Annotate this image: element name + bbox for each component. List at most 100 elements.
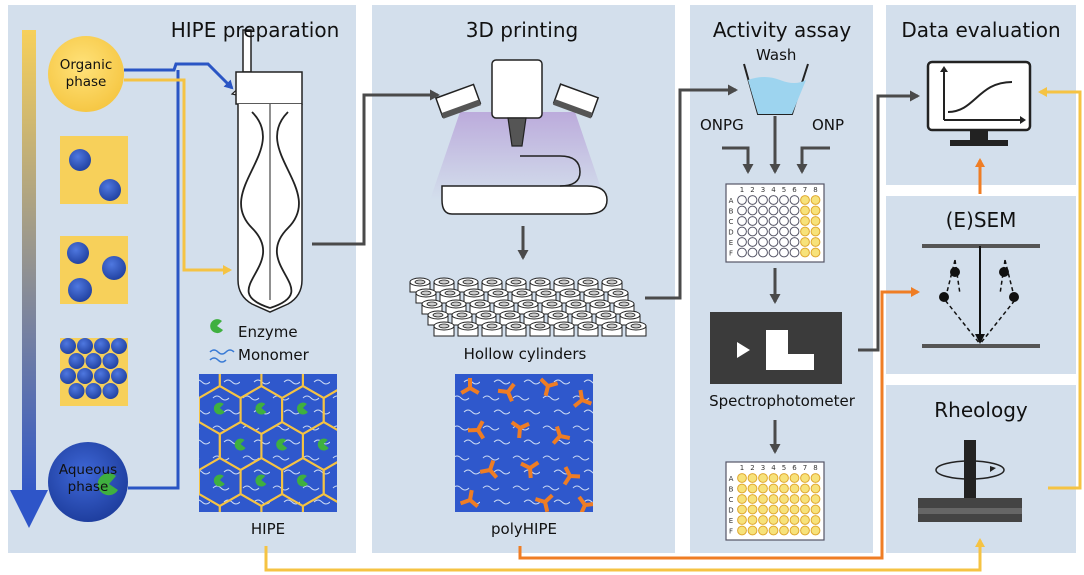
plate-row-label: E (729, 239, 733, 247)
plate-well (800, 216, 810, 226)
plate-well (789, 515, 800, 525)
hollow-cylinders-icon (409, 277, 647, 337)
cylinder (499, 310, 521, 326)
plate-well (810, 226, 821, 237)
plate-well (747, 247, 758, 258)
hollow-cylinders-label: Hollow cylinders (463, 345, 587, 363)
plate-well (789, 483, 800, 494)
plate-well (737, 504, 747, 515)
hipe-to-print-arrow (312, 89, 440, 246)
plate-row-label: F (729, 250, 733, 258)
plate-row-label: B (729, 486, 734, 494)
mixer-icon (230, 29, 303, 313)
cylinder (553, 321, 575, 337)
plate-well (747, 237, 758, 247)
plate-well (737, 494, 747, 504)
packed-droplet (111, 368, 127, 384)
plate-well (747, 525, 758, 536)
cylinder (601, 277, 623, 293)
plate-well (747, 473, 758, 483)
plate-well (800, 195, 810, 205)
wash-label: Wash (756, 46, 797, 64)
packed-droplet (60, 338, 76, 354)
plate-well (758, 483, 768, 494)
plate-well (758, 504, 768, 515)
plate-well (789, 195, 800, 205)
monomer-legend-label: Monomer (238, 346, 309, 364)
strut (520, 460, 540, 479)
plate-col-label: 3 (761, 464, 765, 472)
plate-well (810, 237, 821, 247)
cylinder (589, 299, 611, 315)
onp-arrow (796, 146, 830, 174)
strut (572, 389, 593, 408)
plate-well (800, 205, 810, 216)
plate-well (768, 473, 779, 483)
enzyme-mark (234, 438, 246, 451)
cylinder (529, 277, 551, 293)
cylinder (505, 321, 527, 337)
cylinder (583, 288, 605, 304)
plate-well (758, 216, 768, 226)
cylinder (457, 277, 479, 293)
cylinder (433, 277, 455, 293)
plate-well (747, 216, 758, 226)
plate-well (779, 483, 789, 494)
strut (551, 425, 571, 445)
plate-well (768, 247, 779, 258)
plate-well (800, 525, 810, 536)
plate-row-label: B (729, 208, 734, 216)
cylinder (523, 310, 545, 326)
enzyme-mark (213, 474, 225, 487)
strut (467, 420, 486, 440)
plate-col-label: 2 (750, 464, 754, 472)
plate-well (758, 473, 768, 483)
organic-phase-text: Organic phase (59, 57, 113, 90)
title-activity-assay: Activity assay (712, 18, 852, 42)
plate-col-label: 8 (813, 186, 817, 194)
strut (562, 466, 581, 486)
cylinder (607, 288, 629, 304)
aqueous-phase-label: Aqueous phase (50, 462, 126, 496)
packed-droplet (111, 338, 127, 354)
organic-to-tube-arrow (124, 78, 232, 275)
plate-well (779, 473, 789, 483)
plate-well (789, 504, 800, 515)
plate-well (737, 473, 747, 483)
plate-well (747, 515, 758, 525)
packed-droplet (85, 353, 102, 369)
plate-well (737, 237, 747, 247)
strut (510, 420, 530, 439)
strut (497, 382, 516, 403)
plate-row-label: C (729, 496, 734, 504)
printer-icon (430, 59, 608, 215)
polyhipe-to-sem-arrow (518, 287, 920, 560)
plate-well (789, 205, 800, 216)
plate-well (779, 195, 789, 205)
plate-well (737, 195, 747, 205)
strut (460, 378, 480, 395)
plate-well (737, 205, 747, 216)
organic-to-mixer-arrow (124, 62, 234, 90)
strut (459, 489, 479, 508)
panel-rheology (886, 385, 1076, 553)
cylinder (547, 310, 569, 326)
cylinder (439, 288, 461, 304)
plate-row-label: A (729, 197, 734, 205)
plate-well (810, 483, 821, 494)
monomer-legend-icon (209, 349, 235, 355)
cylinder (481, 277, 503, 293)
plate-well (768, 504, 779, 515)
plate-well (758, 195, 768, 205)
plate-well (800, 504, 810, 515)
plate-col-label: 7 (803, 186, 807, 194)
strut (534, 493, 554, 512)
plate-well (800, 473, 810, 483)
plate-well (810, 525, 821, 536)
cylinder (625, 321, 647, 337)
monitor-icon (926, 60, 1032, 146)
plate-col-label: 1 (740, 464, 744, 472)
enzyme-mark (255, 474, 267, 487)
polyhipe-caption: polyHIPE (491, 520, 557, 538)
